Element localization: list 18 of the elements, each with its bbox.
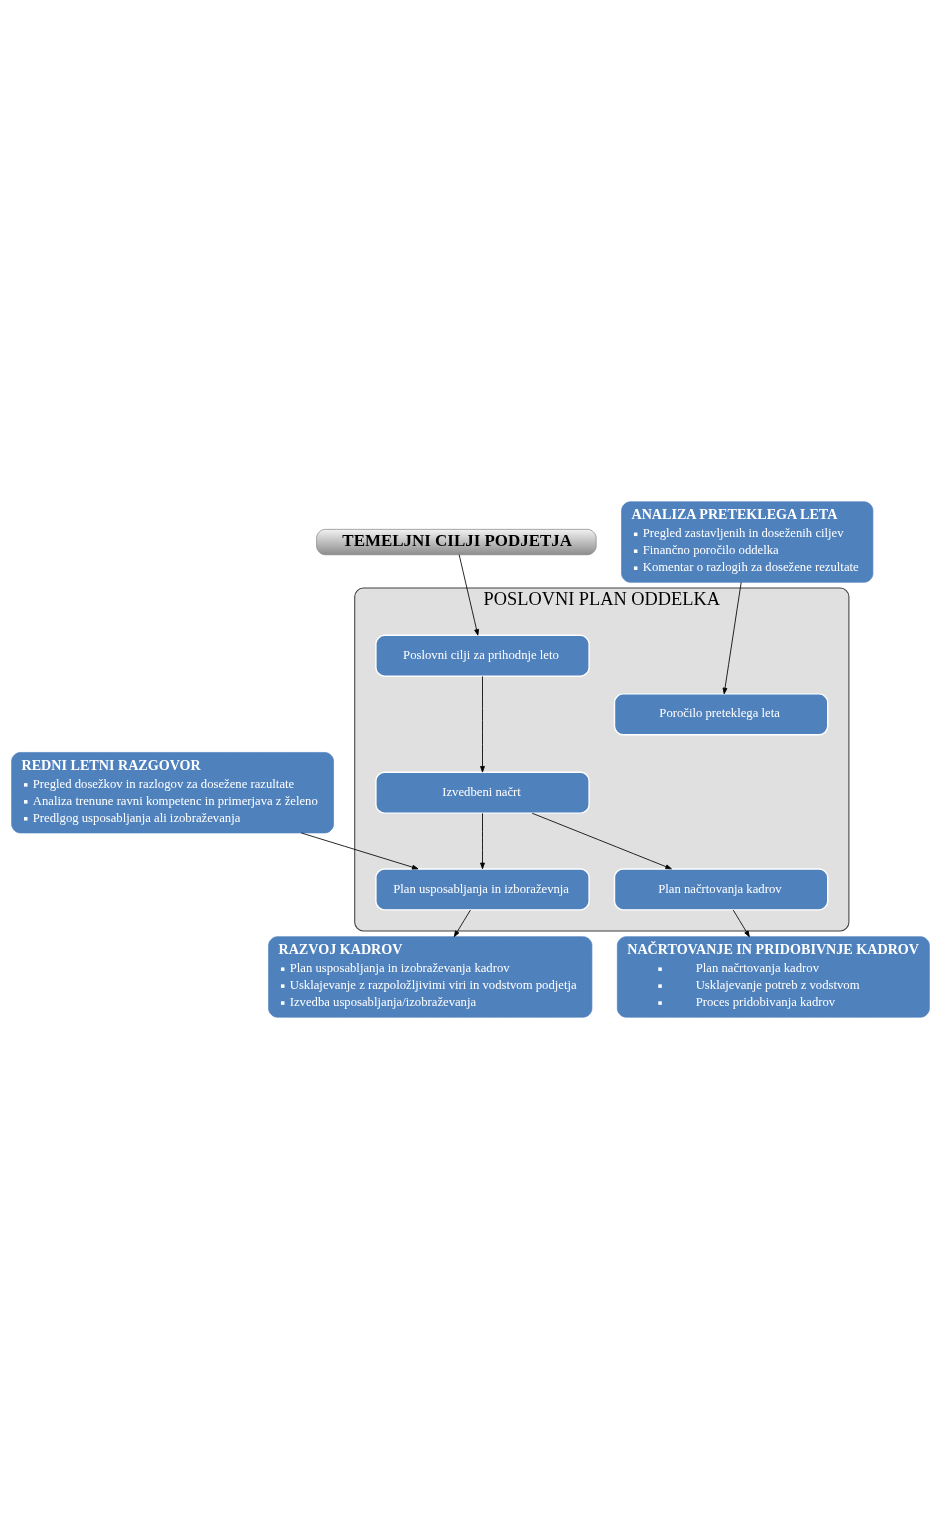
node-box: RAZVOJ KADROV Plan usposabljanja in izobraževanja kadrov Usklajevanje z razpoložljivimi viri in vodstvom podjetja Izvedba usposabljanja/izobraževanja [268, 936, 593, 1018]
node-box: NAČRTOVANJE IN PRIDOBIVNJE KADROV Plan načrtovanja kadrov Usklajevanje potreb z vodstvom Proces pridobivanja kadrov [617, 936, 930, 1018]
node-box: Plan načrtovanja kadrov [613, 868, 829, 911]
node-box: Izvedbeni načrt [375, 771, 590, 814]
node-box: TEMELJNI CILJI PODJETJA [316, 529, 597, 556]
arrow [732, 909, 750, 938]
arrow [531, 812, 672, 870]
arrow [480, 812, 485, 870]
arrow [458, 554, 479, 636]
arrow [722, 581, 742, 695]
node-box: ANALIZA PRETEKLEGA LETA Pregled zastavljenih in doseženih ciljev Finančno poročilo oddelka Komentar o razlogih za dosežene rezultate [621, 501, 874, 583]
arrow [300, 832, 419, 870]
arrow [480, 676, 485, 773]
node-box: Poročilo preteklega leta [613, 693, 829, 736]
node-box: Poslovni cilji za prihodnje leto [375, 634, 590, 677]
node-box: Plan usposabljanja in izboraževnja [375, 868, 590, 911]
arrow [453, 909, 471, 938]
node-box: REDNI LETNI RAZGOVOR Pregled dosežkov in razlogov za dosežene razultate Analiza trenune ravni kompetenc in primerjava z želeno Predlgog usposabljanja ali izobraževanja [11, 752, 334, 834]
